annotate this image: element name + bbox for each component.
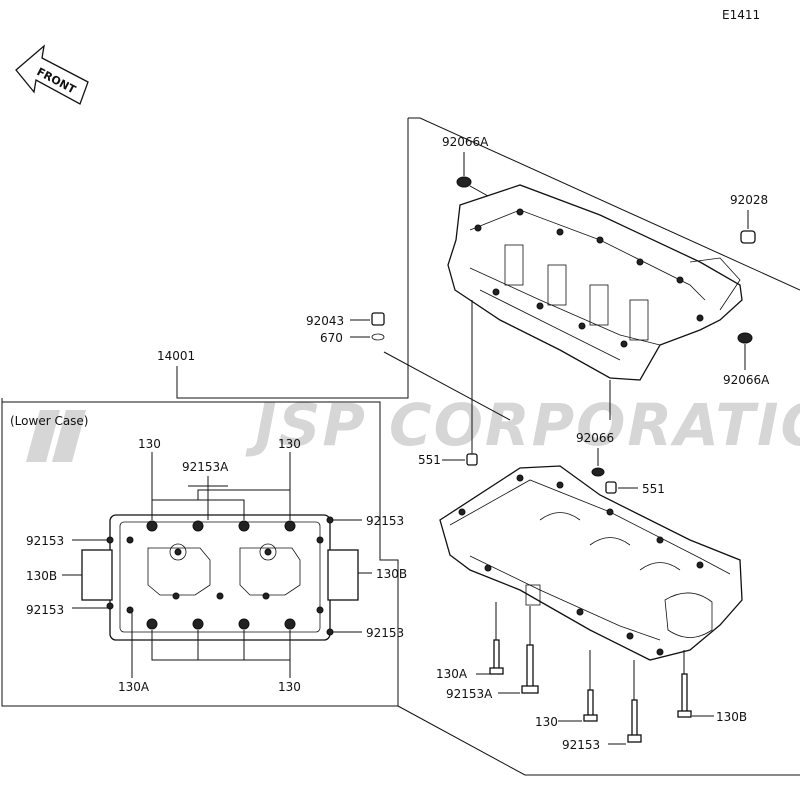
- assembly-bracket: 14001: [157, 117, 800, 776]
- inset-130B-left: 130B: [26, 569, 57, 583]
- jet-92043: [350, 312, 385, 326]
- callout-92066A-right: 92066A: [723, 373, 770, 387]
- callout-551-left: 551: [418, 453, 441, 467]
- bolt-92153A: [498, 606, 539, 694]
- bolt-130A: [476, 602, 504, 675]
- callout-bolt-92153A: 92153A: [446, 687, 493, 701]
- bolt-130B: [677, 650, 714, 718]
- callout-551-right: 551: [642, 482, 665, 496]
- callout-92066A-top: 92066A: [442, 135, 489, 149]
- dowel-92066A-right: [737, 332, 753, 370]
- watermark-stripes: [26, 410, 86, 462]
- upper-crankcase: [447, 184, 743, 381]
- callout-bolt-130A: 130A: [436, 667, 468, 681]
- lower-case-inset: (Lower Case) 130 130: [1, 398, 407, 707]
- bolt-92153: [608, 660, 642, 745]
- callout-bolt-130B: 130B: [716, 710, 747, 724]
- dowel-551-right: [605, 481, 638, 494]
- lower-crankcase: [439, 465, 743, 661]
- inset-130-right: 130: [278, 437, 301, 451]
- callout-bolt-92153: 92153: [562, 738, 600, 752]
- oring-670: [350, 333, 511, 421]
- callout-bolt-130: 130: [535, 715, 558, 729]
- inset-130A: 130A: [118, 680, 150, 694]
- dowel-92066: [591, 467, 605, 477]
- callout-92028: 92028: [730, 193, 768, 207]
- lower-case-title: (Lower Case): [10, 414, 89, 428]
- inset-92153-tr: 92153: [366, 514, 404, 528]
- inset-130B-right: 130B: [376, 567, 407, 581]
- diagram-code: E1411: [722, 8, 760, 22]
- inset-92153-br: 92153: [366, 626, 404, 640]
- watermark-text: JSP CORPORATION: [245, 391, 800, 459]
- front-arrow-icon: FRONT: [15, 44, 89, 105]
- callout-92066: 92066: [576, 431, 614, 445]
- inset-92153-tl: 92153: [26, 534, 64, 548]
- assembly-ref-label: 14001: [157, 349, 195, 363]
- inset-92153-bl: 92153: [26, 603, 64, 617]
- callout-92043: 92043: [306, 314, 344, 328]
- plug-92028: [740, 210, 756, 244]
- inset-130-bottom: 130: [278, 680, 301, 694]
- dowel-551-left: [442, 453, 478, 466]
- dowel-92066A-top: [456, 176, 489, 197]
- inset-130-left: 130: [138, 437, 161, 451]
- bolt-130: [558, 650, 598, 722]
- inset-92153A: 92153A: [182, 460, 229, 474]
- callout-670: 670: [320, 331, 343, 345]
